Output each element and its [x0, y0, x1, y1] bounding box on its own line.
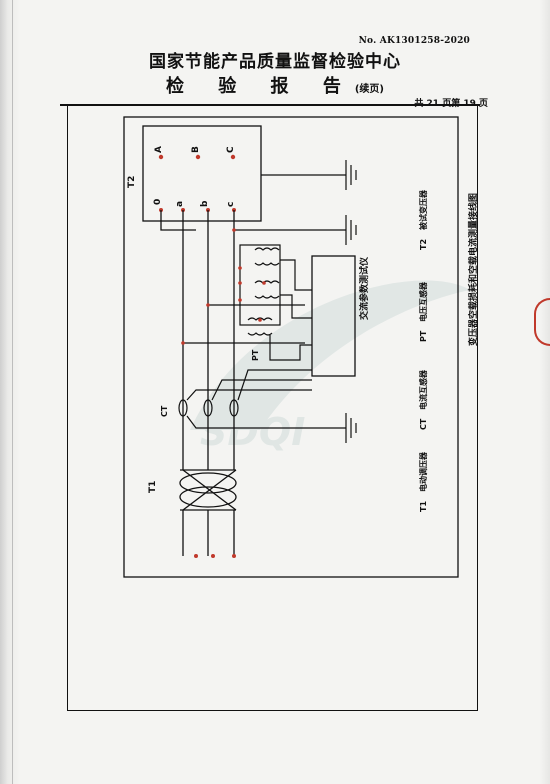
organization-title: 国家节能产品质量监督检验中心	[149, 52, 401, 72]
pt-dots	[181, 228, 266, 345]
terminal-a-label: A	[154, 146, 164, 153]
instrument-label: 交流参数测试仪	[358, 256, 370, 320]
content-frame	[67, 104, 478, 711]
legend-t2-code: T2	[419, 239, 428, 250]
pt-ground	[345, 215, 357, 245]
ct-coil-a	[178, 399, 188, 417]
report-title: 检 验 报 告(续页)	[0, 72, 550, 98]
legend-pt-text: 电压互感器	[418, 281, 428, 322]
ct-transformers	[178, 369, 346, 429]
pt-label: PT	[251, 349, 260, 361]
report-title-text: 检 验 报 告	[166, 76, 355, 97]
ct-coil-c	[229, 399, 239, 417]
main-wires	[160, 210, 346, 470]
pt-coil-3	[247, 317, 273, 321]
t2-ground	[261, 160, 357, 190]
legend-t1-text: 电动调压器	[418, 451, 428, 492]
document-number: No. AK1301258-2020	[358, 36, 470, 46]
diagram-border	[123, 116, 459, 578]
t2-top-terminals: A B C	[154, 146, 236, 160]
diagram-caption: 变压器空载损耗和空载电流测量接线图	[467, 193, 479, 346]
terminal-b-low-label: b	[200, 200, 210, 207]
legend-t1-code: T1	[419, 501, 428, 512]
terminal-b-label: B	[191, 146, 201, 153]
pt-coil-1	[254, 247, 280, 251]
terminal-c-low-label: c	[226, 202, 236, 207]
transformer-t2-box	[142, 125, 262, 222]
pt-coil-2	[254, 280, 280, 284]
terminal-c-dot	[230, 154, 236, 160]
t2-bottom-terminals: 0 a b c	[153, 199, 236, 212]
legend-ct-text: 电流互感器	[418, 369, 428, 410]
instrument-box	[311, 255, 356, 377]
terminal-c-label: C	[226, 146, 236, 153]
pt-wiring-box	[239, 244, 281, 326]
t1-regulator	[179, 469, 237, 556]
watermark-logo: SDQI	[190, 280, 470, 454]
report-title-note: (续页)	[354, 84, 384, 95]
terminal-b-dot	[195, 154, 201, 160]
binding-edge	[12, 0, 13, 784]
t2-label: T2	[127, 176, 137, 188]
pt-transformers	[239, 244, 312, 361]
legend-ct-code: CT	[419, 418, 428, 430]
legend-pt-code: PT	[419, 330, 428, 342]
t1-dots	[194, 554, 236, 558]
terminal-0-label: 0	[153, 199, 163, 205]
t1-label: T1	[148, 481, 158, 493]
terminal-a-dot	[158, 154, 164, 160]
ct-coil-b	[203, 399, 213, 417]
legend: T1 电动调压器 CT 电流互感器 PT 电压互感器 T2 被试变压器	[418, 189, 428, 512]
legend-t2-text: 被试变压器	[418, 189, 428, 230]
ct-label: CT	[160, 405, 169, 417]
ct-ground	[345, 413, 357, 443]
watermark-text: SDQI	[200, 410, 305, 454]
terminal-a-low-label: a	[175, 201, 185, 207]
